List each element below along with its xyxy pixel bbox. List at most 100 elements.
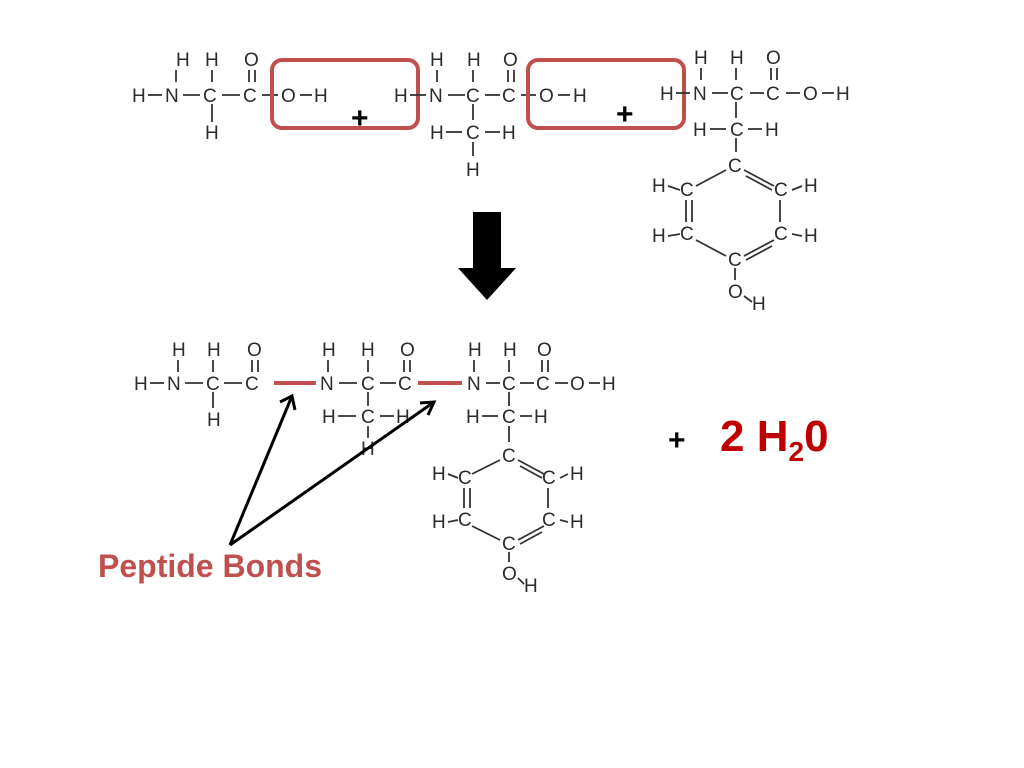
water-subscript: 2 bbox=[788, 436, 805, 467]
svg-text:H: H bbox=[730, 48, 744, 69]
svg-text:C: C bbox=[730, 84, 744, 105]
alanine-hydroxyl: O H bbox=[521, 86, 587, 107]
svg-text:H: H bbox=[132, 86, 146, 107]
removed-oh-box-1 bbox=[270, 58, 420, 130]
svg-text:H: H bbox=[570, 512, 584, 533]
svg-text:C: C bbox=[206, 374, 220, 395]
svg-text:C: C bbox=[502, 534, 516, 555]
svg-text:N: N bbox=[320, 374, 334, 395]
svg-text:C: C bbox=[361, 374, 375, 395]
svg-text:H: H bbox=[322, 340, 336, 361]
svg-text:C: C bbox=[466, 86, 480, 107]
svg-text:O: O bbox=[503, 50, 518, 71]
svg-text:O: O bbox=[244, 50, 259, 71]
svg-text:C: C bbox=[243, 86, 257, 107]
svg-text:H: H bbox=[467, 50, 481, 71]
svg-text:H: H bbox=[836, 84, 850, 105]
svg-text:O: O bbox=[537, 340, 552, 361]
svg-text:C: C bbox=[774, 180, 788, 201]
svg-text:O: O bbox=[539, 86, 554, 107]
svg-text:C: C bbox=[458, 468, 472, 489]
plus-top-2: + bbox=[616, 98, 634, 131]
svg-text:O: O bbox=[803, 84, 818, 105]
alanine-molecule: H N H C H H C H H C O bbox=[394, 50, 518, 181]
svg-text:H: H bbox=[430, 50, 444, 71]
svg-text:H: H bbox=[322, 407, 336, 428]
svg-text:C: C bbox=[466, 123, 480, 144]
svg-text:C: C bbox=[502, 86, 516, 107]
label-arrows bbox=[228, 393, 437, 547]
svg-text:H: H bbox=[432, 464, 446, 485]
svg-text:O: O bbox=[766, 48, 781, 69]
tyrosine-molecule: H N H C H H C H C O O H C C H C H bbox=[652, 48, 850, 315]
svg-text:H: H bbox=[502, 123, 516, 144]
glycine-molecule: H N H C H H C O bbox=[132, 50, 259, 144]
water-product: 2 H20 bbox=[720, 412, 829, 468]
svg-text:C: C bbox=[502, 407, 516, 428]
svg-text:H: H bbox=[207, 340, 221, 361]
svg-text:H: H bbox=[134, 374, 148, 395]
svg-text:N: N bbox=[693, 84, 707, 105]
peptide-bonds-label: Peptide Bonds bbox=[98, 548, 323, 584]
svg-text:C: C bbox=[728, 250, 742, 271]
svg-text:H: H bbox=[466, 407, 480, 428]
svg-text:H: H bbox=[314, 86, 328, 107]
svg-text:H: H bbox=[503, 340, 517, 361]
tripeptide-molecule: H N H C H H C O N H C H H C H H C O bbox=[134, 340, 616, 597]
water-tail: 0 bbox=[804, 412, 829, 461]
svg-text:H: H bbox=[573, 86, 587, 107]
svg-text:H: H bbox=[205, 123, 219, 144]
svg-text:H: H bbox=[694, 48, 708, 69]
reaction-arrow bbox=[458, 212, 516, 300]
svg-text:C: C bbox=[458, 510, 472, 531]
svg-text:H: H bbox=[804, 226, 818, 247]
svg-text:H: H bbox=[468, 340, 482, 361]
svg-text:H: H bbox=[652, 226, 666, 247]
svg-text:H: H bbox=[361, 340, 375, 361]
svg-text:C: C bbox=[730, 120, 744, 141]
svg-text:C: C bbox=[361, 407, 375, 428]
svg-text:C: C bbox=[502, 374, 516, 395]
svg-text:C: C bbox=[398, 374, 412, 395]
svg-text:N: N bbox=[467, 374, 481, 395]
svg-text:O: O bbox=[281, 86, 296, 107]
svg-text:C: C bbox=[203, 86, 217, 107]
svg-text:N: N bbox=[165, 86, 179, 107]
svg-text:C: C bbox=[680, 180, 694, 201]
svg-text:H: H bbox=[205, 50, 219, 71]
svg-text:H: H bbox=[804, 176, 818, 197]
svg-text:H: H bbox=[432, 512, 446, 533]
svg-text:C: C bbox=[542, 510, 556, 531]
svg-text:H: H bbox=[524, 576, 538, 597]
removed-oh-box-2 bbox=[526, 58, 686, 130]
svg-text:C: C bbox=[766, 84, 780, 105]
svg-text:O: O bbox=[570, 374, 585, 395]
svg-text:H: H bbox=[570, 464, 584, 485]
svg-text:C: C bbox=[245, 374, 259, 395]
svg-text:C: C bbox=[680, 224, 694, 245]
svg-text:O: O bbox=[247, 340, 262, 361]
svg-text:H: H bbox=[660, 84, 674, 105]
svg-text:H: H bbox=[466, 160, 480, 181]
svg-text:H: H bbox=[765, 120, 779, 141]
svg-text:H: H bbox=[752, 294, 766, 315]
svg-text:N: N bbox=[167, 374, 181, 395]
svg-text:O: O bbox=[400, 340, 415, 361]
svg-text:C: C bbox=[774, 224, 788, 245]
svg-text:H: H bbox=[602, 374, 616, 395]
svg-text:H: H bbox=[430, 123, 444, 144]
svg-text:H: H bbox=[693, 120, 707, 141]
svg-text:H: H bbox=[207, 410, 221, 431]
svg-text:N: N bbox=[429, 86, 443, 107]
svg-text:H: H bbox=[172, 340, 186, 361]
svg-text:H: H bbox=[176, 50, 190, 71]
svg-text:C: C bbox=[536, 374, 550, 395]
water-coefficient: 2 H bbox=[720, 412, 789, 461]
plus-bottom: + bbox=[668, 424, 686, 457]
svg-text:C: C bbox=[502, 446, 516, 467]
glycine-hydroxyl: O H bbox=[262, 86, 328, 107]
svg-text:C: C bbox=[542, 468, 556, 489]
svg-text:O: O bbox=[502, 564, 517, 585]
svg-text:H: H bbox=[534, 407, 548, 428]
